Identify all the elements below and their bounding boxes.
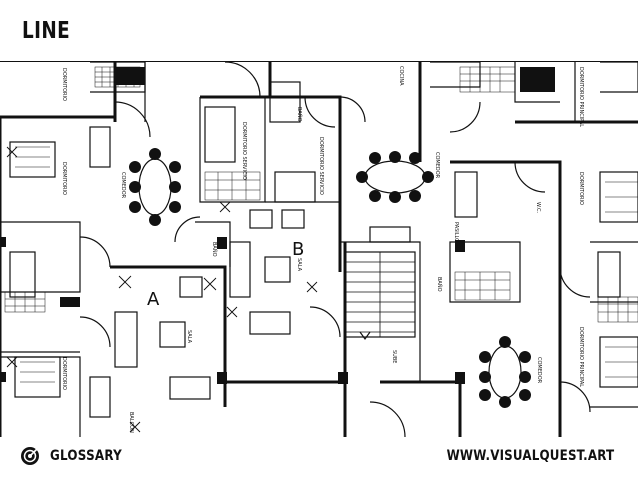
label-comedor-left: COMEDOR — [120, 172, 126, 199]
header-rule — [0, 61, 638, 62]
label-comedor-center: COMEDOR — [434, 152, 440, 179]
label-cocina: COCINA — [398, 66, 404, 86]
label-bano-2: BAÑO — [436, 277, 443, 292]
label-unit-b: B — [292, 239, 304, 260]
label-unit-a: A — [147, 289, 160, 310]
label-dormitorio-bottom: DORMITORIO — [61, 357, 67, 390]
label-dormitorio-servicio-2: DORMITORIO SERVICIO — [318, 137, 324, 195]
label-dormitorio-right: DORMITORIO — [578, 172, 584, 205]
floor-plan-drawing: DORMITORIO DORMITORIO DORMITORIO DORMITO… — [0, 62, 638, 437]
label-wc: W.C. — [535, 202, 541, 213]
label-dormitorio-principal-top: DORMITORIO PRINCIPAL — [578, 67, 584, 127]
label-dormitorio-servicio: DORMITORIO SERVICIO — [241, 122, 247, 180]
glossary-target-icon — [21, 447, 39, 465]
page-title: LINE — [22, 18, 71, 44]
label-pasillo: PASILLO — [453, 222, 459, 242]
label-bano-1: BAÑO — [296, 107, 303, 122]
label-comedor-right: COMEDOR — [536, 357, 542, 384]
label-bano-3: BAÑO — [211, 242, 218, 257]
label-dormitorio-left: DORMITORIO — [61, 162, 67, 195]
site-url: WWW.VISUALQUEST.ART — [446, 448, 614, 464]
label-dormitorio-top: DORMITORIO — [61, 68, 67, 101]
label-balcon: BALCON — [128, 412, 134, 433]
label-sala-b: SALA — [296, 258, 302, 272]
label-sube: SUBE — [391, 350, 397, 363]
label-dormitorio-principal-bottom: DORMITORIO PRINCIPAL — [578, 327, 584, 387]
label-sala-a: SALA — [186, 330, 192, 344]
glossary-label: GLOSSARY — [50, 448, 123, 464]
